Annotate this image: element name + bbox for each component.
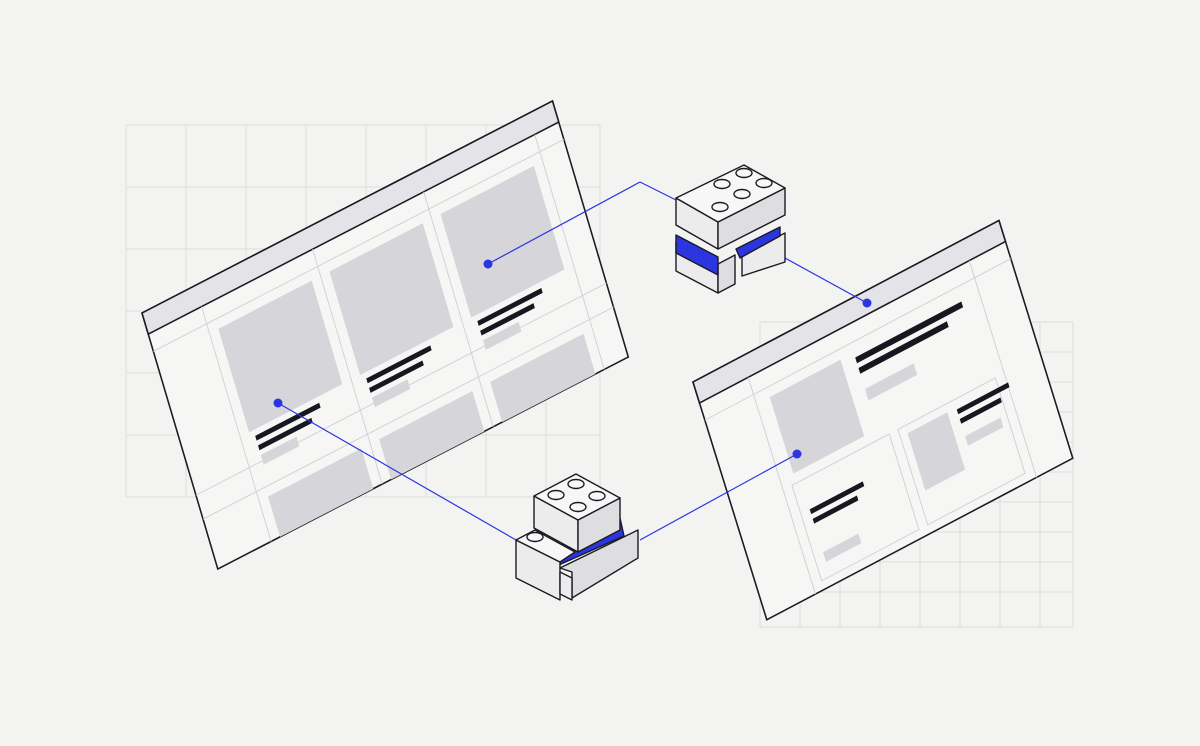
brick-top — [675, 164, 786, 223]
connector-lines — [277, 181, 868, 541]
hero-image-placeholder — [769, 359, 865, 474]
product-card — [440, 165, 565, 350]
browser-window-right — [692, 219, 1074, 621]
text-line — [258, 417, 313, 451]
connector-bottom-left — [277, 402, 517, 541]
connector-dots — [273, 259, 872, 459]
connector-dot — [792, 449, 802, 459]
connector-band — [735, 226, 781, 259]
heading-line — [858, 321, 949, 374]
text-line — [959, 397, 1002, 424]
brick-face — [559, 529, 639, 599]
brick-face — [717, 254, 736, 294]
brick-stud — [526, 531, 544, 543]
window-header-bar — [692, 219, 1007, 405]
connector-dot — [483, 259, 493, 269]
brick-face — [559, 571, 573, 601]
button-placeholder — [965, 417, 1004, 446]
text-line — [812, 495, 859, 524]
button-placeholder — [823, 533, 862, 562]
browser-window-left — [141, 99, 630, 571]
button-placeholder — [371, 379, 411, 408]
connector-top-left — [487, 181, 677, 265]
brick-studs — [711, 167, 773, 213]
text-line — [255, 402, 321, 441]
text-line — [477, 288, 543, 326]
connector-dot — [273, 398, 283, 408]
connector-top-right — [773, 251, 868, 304]
image-placeholder — [490, 333, 596, 423]
content-panel — [897, 377, 1026, 526]
content-panel — [791, 433, 920, 582]
connector-band — [675, 234, 719, 276]
lego-brick-icon — [675, 164, 786, 294]
image-placeholder — [218, 280, 343, 433]
image-placeholder — [379, 391, 485, 480]
product-card — [329, 223, 454, 408]
brick-top — [533, 473, 621, 521]
image-placeholder — [329, 223, 454, 376]
heading-line — [855, 301, 964, 364]
brick-studs — [547, 478, 606, 513]
text-line — [956, 382, 1010, 415]
connector-bottom-right — [639, 453, 798, 541]
image-placeholder — [268, 448, 374, 537]
button-placeholder — [864, 363, 918, 401]
text-line — [369, 360, 424, 393]
connector-dot — [862, 298, 872, 308]
text-line — [809, 481, 865, 515]
text-line — [366, 345, 432, 384]
window-frame — [692, 219, 1074, 621]
button-placeholder — [483, 321, 522, 350]
product-card — [218, 280, 343, 465]
image-placeholder — [907, 412, 966, 491]
button-placeholder — [260, 436, 300, 465]
text-line — [480, 303, 535, 336]
window-layout-grid — [704, 258, 1037, 595]
window-header-bar — [141, 99, 560, 336]
lego-brick-icon — [515, 473, 639, 601]
image-placeholder — [440, 165, 565, 318]
